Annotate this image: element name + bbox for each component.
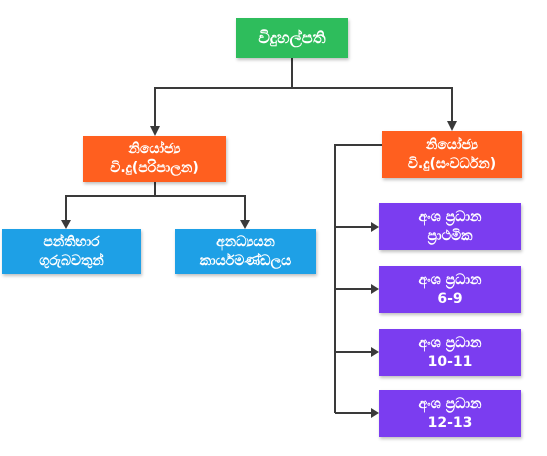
non-academic-staff-box: අනධ්‍යයන කාර්යමණ්ඩලය <box>175 229 316 274</box>
arrow-to-section-4 <box>371 408 379 418</box>
deputy-principal-admin-box: නියෝජ්‍ය වි.දු(පරිපාලන) <box>83 136 226 182</box>
connector-root-to-dev <box>292 87 453 122</box>
arrow-to-admin <box>150 126 160 136</box>
non-academic-line2: කාර්යමණ්ඩලය <box>199 252 292 269</box>
section-name: 6-9 <box>437 290 463 307</box>
section-name: 12-13 <box>427 414 473 431</box>
arrow-to-unit-1 <box>61 220 71 229</box>
class-teachers-box: පන්තිභාර ගුරුබවතුන් <box>2 229 141 274</box>
connector-dev-trunk <box>334 144 382 413</box>
principal-box: විදුහල්පති <box>236 18 348 58</box>
deputy-admin-subtitle: වි.දු(පරිපාලන) <box>110 160 199 176</box>
arrow-to-section-1 <box>371 222 379 232</box>
deputy-principal-dev-box: නියෝජ්‍ය වි.දු(සංවර්ධන) <box>382 131 522 178</box>
deputy-dev-title: නියෝජ්‍ය <box>425 136 478 153</box>
section-head-label: අංශ ප්‍රධාන <box>418 334 482 351</box>
connector-root-to-admin <box>154 87 292 128</box>
class-teachers-line1: පන්තිභාර <box>43 233 100 250</box>
arrow-to-section-2 <box>371 284 379 294</box>
deputy-dev-subtitle: වි.දු(සංවර්ධන) <box>407 155 497 172</box>
section-name: 10-11 <box>427 353 473 370</box>
deputy-admin-title: නියෝජ්‍ය <box>128 141 181 158</box>
arrow-to-unit-2 <box>240 220 250 229</box>
section-head-label: අංශ ප්‍රධාන <box>418 271 482 288</box>
section-head-12-13-box: අංශ ප්‍රධාන 12-13 <box>379 390 521 437</box>
arrow-to-section-3 <box>371 347 379 357</box>
section-head-10-11-box: අංශ ප්‍රධාන 10-11 <box>379 329 521 376</box>
section-head-label: අංශ ප්‍රධාන <box>418 208 482 225</box>
section-name: ප්‍රාථමික <box>427 227 473 244</box>
section-head-6-9-box: අංශ ප්‍රධාන 6-9 <box>379 266 521 313</box>
principal-label: විදුහල්පති <box>258 28 326 48</box>
section-head-primary-box: අංශ ප්‍රධාන ප්‍රාථමික <box>379 203 521 250</box>
connector-admin-to-units <box>65 195 246 222</box>
non-academic-line1: අනධ්‍යයන <box>216 233 275 250</box>
arrow-to-dev <box>447 121 457 131</box>
section-head-label: අංශ ප්‍රධාන <box>418 395 482 412</box>
class-teachers-line2: ගුරුබවතුන් <box>39 252 104 269</box>
